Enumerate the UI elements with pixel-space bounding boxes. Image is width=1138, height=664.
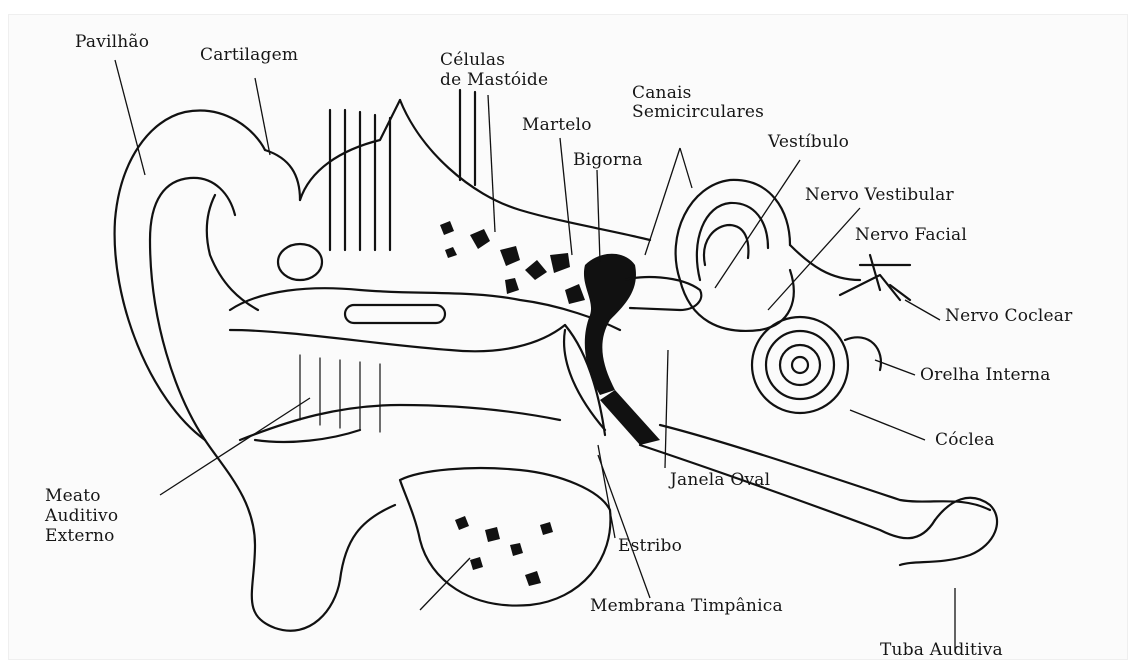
label-cartilagem: Cartilagem bbox=[200, 45, 298, 65]
label-janela-oval: Janela Oval bbox=[670, 470, 770, 490]
label-canais: Canais bbox=[632, 83, 692, 103]
label-coclea: Cóclea bbox=[935, 430, 995, 450]
label-celulas: Células bbox=[440, 50, 505, 70]
label-estribo: Estribo bbox=[618, 536, 682, 556]
pinna-drawing bbox=[115, 111, 395, 631]
lower-mastoid-drawing bbox=[400, 468, 610, 606]
label-externo: Externo bbox=[45, 526, 115, 546]
label-vestibulo: Vestíbulo bbox=[768, 132, 849, 152]
label-tuba-auditiva: Tuba Auditiva bbox=[880, 640, 1003, 660]
label-nervo-coclear: Nervo Coclear bbox=[945, 306, 1072, 326]
inner-ear-drawing bbox=[676, 180, 910, 413]
label-orelha-interna: Orelha Interna bbox=[920, 365, 1051, 385]
label-nervo-facial: Nervo Facial bbox=[855, 225, 967, 245]
label-meato: Meato bbox=[45, 486, 101, 506]
label-martelo: Martelo bbox=[522, 115, 592, 135]
label-semicirculares: Semicirculares bbox=[632, 102, 764, 122]
label-nervo-vestibular: Nervo Vestibular bbox=[805, 185, 954, 205]
label-pavilhao: Pavilhão bbox=[75, 32, 149, 52]
label-membrana-timpanica: Membrana Timpânica bbox=[590, 596, 783, 616]
mastoid-cells-drawing bbox=[440, 221, 585, 304]
label-de-mastoide: de Mastóide bbox=[440, 70, 548, 90]
label-auditivo: Auditivo bbox=[45, 506, 118, 526]
label-bigorna: Bigorna bbox=[573, 150, 643, 170]
